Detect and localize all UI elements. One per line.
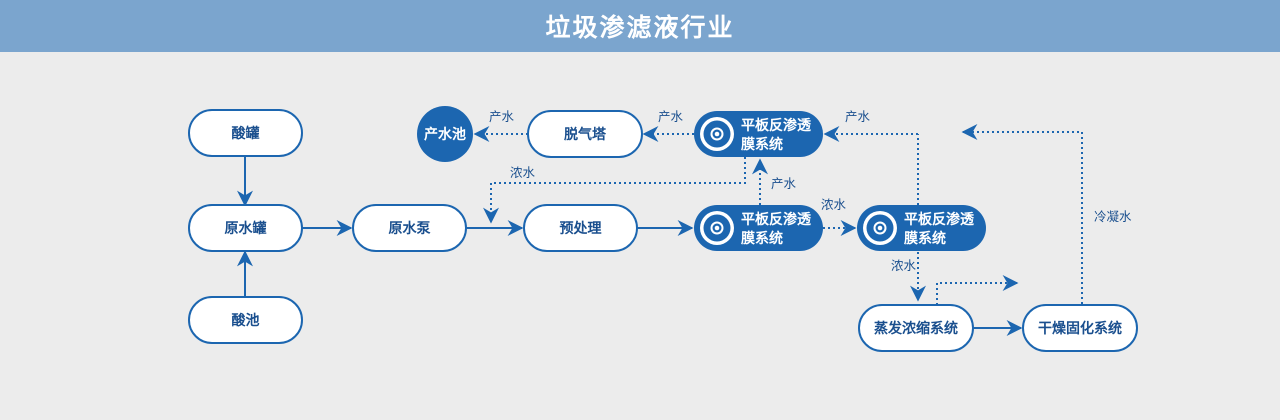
disc-icon [863, 211, 897, 245]
node-ro-membrane-second: 平板反渗透 膜系统 [857, 205, 986, 251]
svg-text:原水罐: 原水罐 [225, 220, 267, 237]
edge-condensate-return [961, 124, 1083, 304]
node-degassing-tower: 脱气塔 [527, 110, 643, 158]
label-product-water-4: 产水 [771, 176, 797, 191]
label-condensate: 冷凝水 [1094, 209, 1132, 224]
svg-text:预处理: 预处理 [560, 220, 602, 237]
node-raw-water-tank: 原水罐 [188, 204, 303, 252]
page-header: 垃圾渗滤液行业 [0, 0, 1280, 52]
disc-icon [700, 211, 734, 245]
svg-text:酸罐: 酸罐 [232, 125, 260, 142]
label-concentrate-3: 浓水 [891, 258, 917, 273]
label-product-water-3: 产水 [845, 109, 871, 124]
node-pretreatment: 预处理 [523, 204, 638, 252]
node-acid-pool: 酸池 [188, 296, 303, 344]
node-drying-system: 干燥固化系统 [1022, 304, 1138, 352]
node-product-water-pool: 产水池 [417, 106, 473, 162]
svg-text:平板反渗透: 平板反渗透 [741, 211, 812, 228]
label-concentrate-2: 浓水 [821, 197, 847, 212]
node-raw-water-pump: 原水泵 [352, 204, 467, 252]
node-evaporation-system: 蒸发浓缩系统 [858, 304, 974, 352]
label-concentrate-1: 浓水 [510, 165, 536, 180]
edge-evap-return [936, 275, 1019, 305]
svg-text:平板反渗透: 平板反渗透 [904, 211, 975, 228]
svg-text:膜系统: 膜系统 [741, 230, 783, 247]
page-title: 垃圾渗滤液行业 [545, 13, 735, 42]
label-product-water-1: 产水 [489, 109, 515, 124]
svg-text:蒸发浓缩系统: 蒸发浓缩系统 [874, 320, 958, 337]
svg-text:膜系统: 膜系统 [741, 136, 783, 153]
node-ro-membrane-mid: 平板反渗透 膜系统 [694, 205, 823, 251]
disc-icon [700, 117, 734, 151]
svg-text:脱气塔: 脱气塔 [564, 126, 607, 143]
label-product-water-2: 产水 [658, 109, 684, 124]
svg-text:酸池: 酸池 [232, 312, 260, 329]
svg-text:膜系统: 膜系统 [904, 230, 946, 247]
node-ro-membrane-top: 平板反渗透 膜系统 [694, 111, 823, 157]
svg-text:原水泵: 原水泵 [389, 220, 431, 237]
svg-text:平板反渗透: 平板反渗透 [741, 117, 812, 134]
svg-text:干燥固化系统: 干燥固化系统 [1038, 320, 1122, 337]
node-acid-tank: 酸罐 [188, 109, 303, 157]
svg-text:产水池: 产水池 [424, 126, 466, 143]
